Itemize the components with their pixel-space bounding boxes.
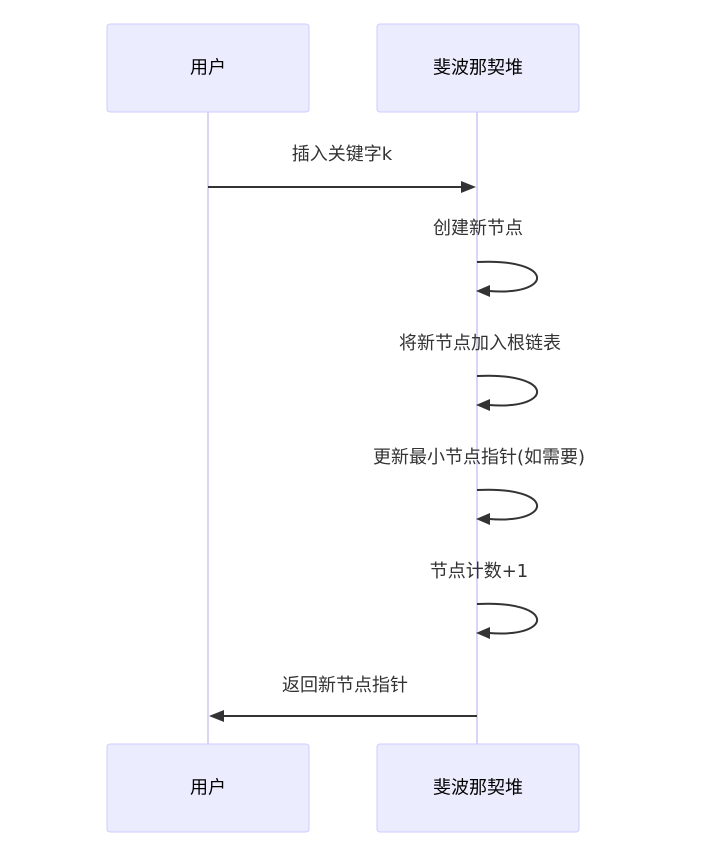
- message-count-increment-label: 节点计数+1: [430, 561, 529, 582]
- message-update-min-loop: [476, 488, 538, 521]
- actor-user-top-label: 用户: [190, 58, 226, 79]
- actor-user-bottom-label: 用户: [190, 778, 226, 799]
- message-count-increment: 节点计数+1: [430, 561, 538, 639]
- message-create-node: 创建新节点: [433, 218, 538, 297]
- message-count-increment-loop: [476, 602, 538, 635]
- message-return-pointer-label: 返回新节点指针: [282, 675, 408, 696]
- message-update-min-arrow: [476, 513, 490, 525]
- message-add-root-list-arrow: [476, 399, 490, 411]
- message-return-pointer: 返回新节点指针: [209, 675, 477, 722]
- message-return-pointer-arrow: [209, 710, 224, 722]
- message-update-min: 更新最小节点指针(如需要): [373, 447, 585, 525]
- message-create-node-arrow: [476, 285, 490, 297]
- message-create-node-loop: [476, 260, 538, 293]
- actor-user-bottom: 用户: [106, 743, 310, 833]
- message-add-root-list: 将新节点加入根链表: [399, 333, 561, 411]
- message-add-root-list-loop: [476, 374, 538, 407]
- message-update-min-label: 更新最小节点指针(如需要): [373, 447, 585, 468]
- message-count-increment-arrow: [476, 627, 490, 639]
- actor-heap-bottom: 斐波那契堆: [376, 743, 580, 833]
- message-create-node-label: 创建新节点: [433, 218, 523, 239]
- message-add-root-list-label: 将新节点加入根链表: [399, 333, 561, 354]
- actor-heap-bottom-label: 斐波那契堆: [433, 778, 523, 799]
- actor-heap-top-label: 斐波那契堆: [433, 58, 523, 79]
- message-insert-key-label: 插入关键字k: [292, 144, 393, 165]
- actor-user-top: 用户: [106, 23, 310, 113]
- actor-heap-top: 斐波那契堆: [376, 23, 580, 113]
- message-insert-key: 插入关键字k: [208, 144, 476, 193]
- message-insert-key-arrow: [461, 181, 476, 193]
